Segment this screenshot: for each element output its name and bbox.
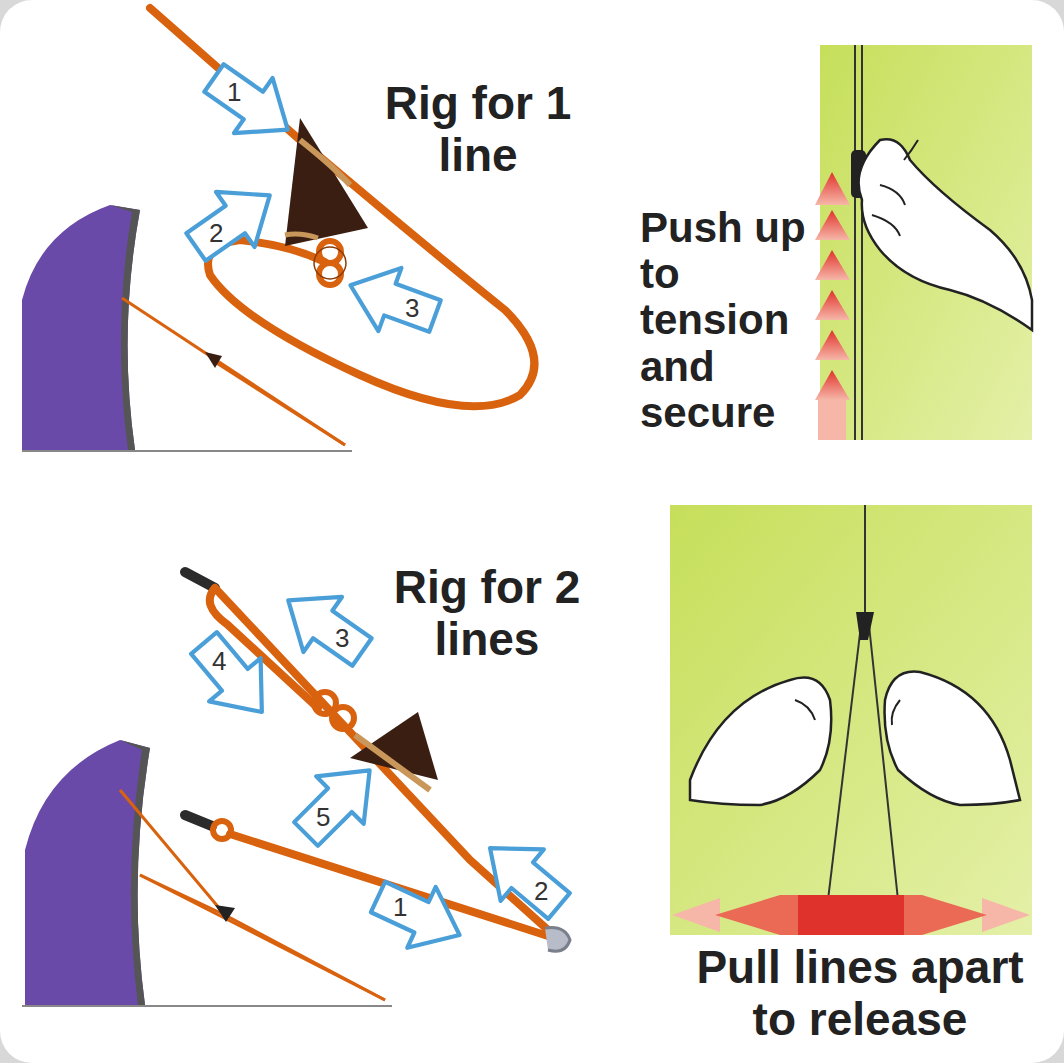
heading-text: Pull lines apart to release xyxy=(680,942,1040,1045)
callout-number: 3 xyxy=(335,625,349,651)
callout-number: 2 xyxy=(209,220,223,246)
callout-number: 1 xyxy=(393,894,407,920)
callout-number: 3 xyxy=(405,295,419,321)
callout-number: 2 xyxy=(534,878,548,904)
pull-apart-panel xyxy=(670,505,1032,935)
rig-one-line xyxy=(150,8,534,406)
callout-number: 1 xyxy=(227,79,241,105)
heading-text: Rig for 1 line xyxy=(378,78,578,181)
instruction-text: Push up to tension and secure xyxy=(640,205,815,436)
heading-text: Rig for 2 lines xyxy=(392,562,582,665)
callout-number: 5 xyxy=(316,804,330,830)
push-up-panel xyxy=(815,45,1032,440)
callout-number: 4 xyxy=(212,648,226,674)
